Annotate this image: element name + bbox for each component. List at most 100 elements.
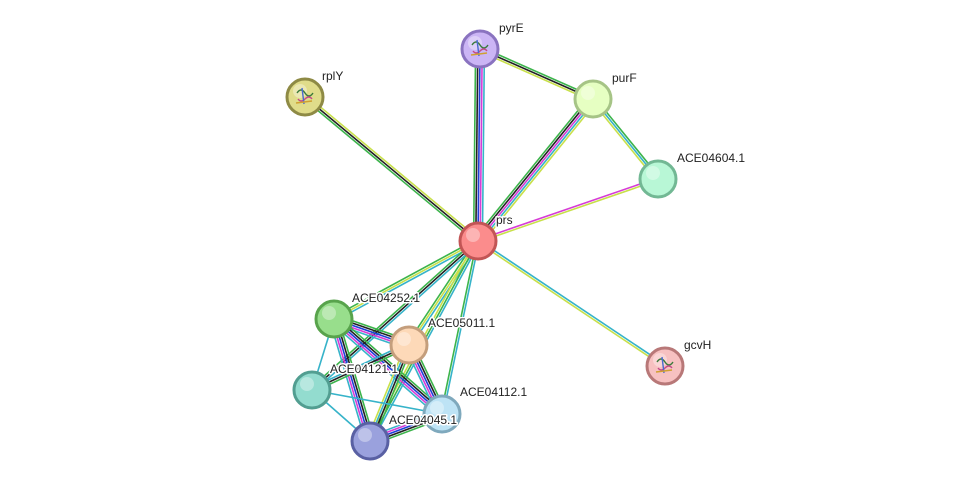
edge-evidence-line	[305, 94, 480, 240]
node-circle[interactable]	[314, 299, 354, 339]
node-purF[interactable]	[573, 79, 613, 119]
edge-evidence-line	[335, 318, 373, 441]
node-highlight	[397, 332, 411, 346]
node-circle[interactable]	[285, 77, 325, 117]
edge-evidence-line	[334, 316, 444, 413]
protein-structure-stroke	[657, 365, 673, 371]
edge-evidence-line	[333, 318, 371, 442]
node-label-purF: purF	[612, 71, 637, 85]
edge-evidence-line	[479, 49, 483, 242]
edge-evidence-line	[311, 240, 479, 391]
node-label-ACE04252.1: ACE04252.1	[352, 291, 420, 305]
node-ACE04112.1[interactable]	[422, 394, 462, 434]
protein-structure-icon	[295, 87, 314, 105]
node-ACE04604.1[interactable]	[638, 159, 678, 199]
node-label-ACE04045.1: ACE04045.1	[389, 413, 457, 427]
protein-structure-stroke	[295, 100, 313, 104]
node-label-ACE04112.1: ACE04112.1	[460, 385, 527, 399]
protein-structure-stroke	[661, 356, 665, 374]
edge-evidence-line	[331, 319, 369, 442]
edge-evidence-line	[472, 48, 477, 241]
node-highlight	[430, 401, 444, 415]
node-circle[interactable]	[638, 159, 678, 199]
node-highlight	[468, 36, 482, 50]
node-highlight	[466, 228, 480, 242]
edge-evidence-line	[333, 240, 479, 320]
edge-evidence-line	[329, 320, 367, 443]
edge-prs-ACE04252.1[interactable]	[332, 238, 480, 322]
edge-evidence-line	[333, 318, 443, 415]
node-ACE04121.1[interactable]	[292, 370, 332, 410]
node-circle[interactable]	[292, 370, 332, 410]
node-rplY[interactable]	[285, 77, 325, 117]
edge-evidence-line	[337, 317, 375, 440]
edge-evidence-line	[477, 98, 594, 242]
edge-evidence-line	[478, 50, 593, 102]
node-circle[interactable]	[458, 221, 498, 261]
edge-evidence-line	[304, 96, 479, 242]
edge-ACE04121.1-ACE04112.1[interactable]	[311, 389, 443, 415]
edge-evidence-line	[332, 238, 478, 318]
edge-evidence-line	[303, 98, 478, 244]
edge-evidence-line	[476, 241, 665, 368]
protein-structure-stroke	[656, 358, 674, 366]
protein-structure-stroke	[296, 89, 314, 97]
node-highlight	[358, 428, 372, 442]
protein-structure-stroke	[655, 369, 673, 373]
edge-evidence-line	[311, 389, 443, 415]
edge-ACE04252.1-ACE04045.1[interactable]	[329, 317, 375, 443]
edge-prs-ACE04112.1[interactable]	[440, 240, 480, 415]
node-circle[interactable]	[350, 421, 390, 461]
node-highlight	[581, 86, 595, 100]
edge-prs-purF[interactable]	[473, 95, 598, 245]
edge-evidence-line	[477, 177, 658, 241]
node-circle[interactable]	[422, 394, 462, 434]
edge-prs-ACE04604.1[interactable]	[477, 177, 659, 243]
node-ACE04252.1[interactable]	[314, 299, 354, 339]
node-circle[interactable]	[389, 325, 429, 365]
edge-evidence-line	[481, 49, 486, 242]
edge-evidence-line	[475, 97, 592, 241]
node-highlight	[646, 166, 660, 180]
edge-evidence-line	[406, 239, 477, 345]
edge-prs-ACE04121.1[interactable]	[309, 238, 481, 393]
edge-evidence-line	[479, 99, 596, 243]
node-gcvH[interactable]	[645, 346, 685, 386]
nodes-layer	[285, 29, 685, 461]
node-pyrE[interactable]	[460, 29, 500, 69]
edge-evidence-line	[473, 95, 591, 239]
edge-evidence-line	[442, 241, 480, 415]
node-circle[interactable]	[573, 79, 613, 119]
edge-pyrE-purF[interactable]	[478, 46, 595, 102]
node-circle[interactable]	[460, 29, 500, 69]
node-label-prs: prs	[496, 213, 513, 227]
protein-structure-icon	[470, 39, 489, 57]
node-label-gcvH: gcvH	[684, 338, 711, 352]
node-highlight	[293, 84, 307, 98]
node-label-rplY: rplY	[322, 69, 343, 83]
edge-ACE04252.1-ACE04112.1[interactable]	[330, 315, 446, 418]
node-prs[interactable]	[458, 221, 498, 261]
node-label-ACE04121.1: ACE04121.1	[330, 362, 398, 376]
labels-layer: prspyrEpurFrplYACE04604.1gcvHACE04252.1A…	[321, 20, 747, 429]
protein-structure-stroke	[301, 87, 305, 105]
node-label-ACE05011.1: ACE05011.1	[428, 316, 495, 330]
edge-evidence-line	[475, 48, 479, 241]
protein-structure-stroke	[470, 52, 488, 56]
edge-evidence-line	[480, 46, 595, 98]
edge-prs-rplY[interactable]	[303, 94, 480, 244]
node-circle[interactable]	[645, 346, 685, 386]
edge-evidence-line	[478, 179, 659, 243]
node-ACE05011.1[interactable]	[389, 325, 429, 365]
edge-evidence-line	[332, 320, 442, 417]
node-ACE04045.1[interactable]	[350, 421, 390, 461]
edge-evidence-line	[440, 240, 478, 414]
edge-evidence-line	[336, 315, 446, 412]
protein-structure-stroke	[297, 96, 313, 102]
protein-structure-stroke	[472, 48, 488, 54]
edge-prs-gcvH[interactable]	[476, 239, 667, 368]
node-label-ACE04604.1: ACE04604.1	[677, 151, 745, 165]
protein-structure-stroke	[476, 39, 480, 57]
edge-prs-pyrE[interactable]	[472, 48, 486, 242]
